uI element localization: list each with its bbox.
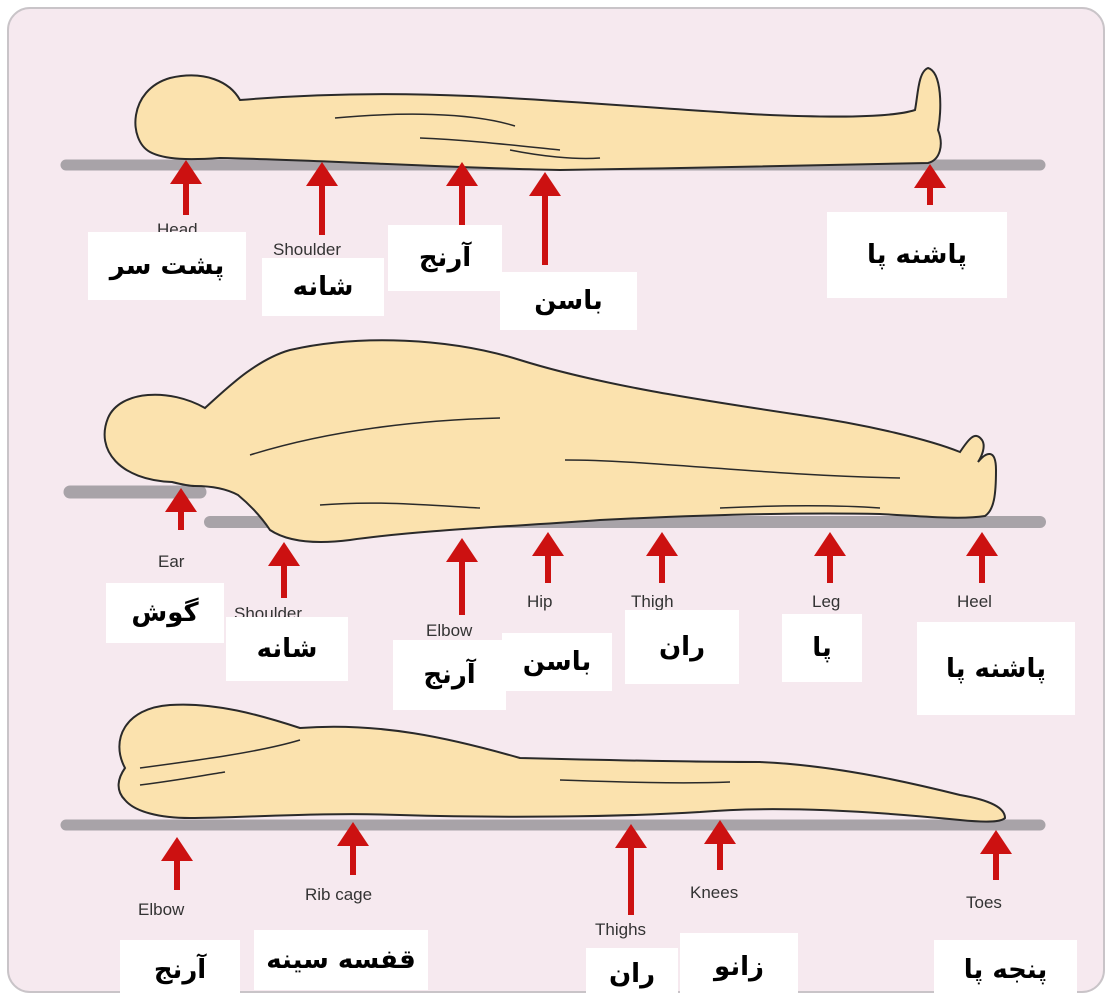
label-en-heel: Heel bbox=[957, 592, 992, 612]
label-en-shoulder-supine: Shoulder bbox=[273, 240, 341, 260]
label-fa-knee-prone: زانو bbox=[680, 933, 798, 1000]
label-en-ribcage: Rib cage bbox=[305, 885, 372, 905]
label-fa-thigh-lateral: ران bbox=[625, 610, 739, 684]
label-en-knees: Knees bbox=[690, 883, 738, 903]
label-fa-ear: گوش bbox=[106, 583, 224, 643]
label-fa-ribcage-prone: قفسه سینه bbox=[254, 930, 428, 990]
label-fa-hip-supine: باسن bbox=[500, 272, 637, 330]
label-fa-heel-lateral: پاشنه پا bbox=[917, 622, 1075, 715]
label-en-leg: Leg bbox=[812, 592, 840, 612]
label-fa-elbow-lateral: آرنج bbox=[393, 640, 506, 710]
label-fa-heel-supine: پاشنه پا bbox=[827, 212, 1007, 298]
label-fa-leg-lateral: پا bbox=[782, 614, 862, 682]
label-en-thighs: Thighs bbox=[595, 920, 646, 940]
label-fa-elbow-supine: آرنج bbox=[388, 225, 502, 291]
label-fa-hip-lateral: باسن bbox=[502, 633, 612, 691]
label-fa-shoulder-supine: شانه bbox=[262, 258, 384, 316]
label-en-elbow-lateral: Elbow bbox=[426, 621, 472, 641]
label-fa-toes-prone: پنجه پا bbox=[934, 940, 1077, 1000]
label-en-hip: Hip bbox=[527, 592, 553, 612]
label-en-ear: Ear bbox=[158, 552, 184, 572]
label-fa-thigh-prone: ران bbox=[586, 948, 678, 1000]
label-fa-back-of-head: پشت سر bbox=[88, 232, 246, 300]
label-en-elbow-prone: Elbow bbox=[138, 900, 184, 920]
label-en-toes: Toes bbox=[966, 893, 1002, 913]
label-en-thigh: Thigh bbox=[631, 592, 674, 612]
label-fa-shoulder-lateral: شانه bbox=[226, 617, 348, 681]
label-fa-elbow-prone: آرنج bbox=[120, 940, 240, 1000]
